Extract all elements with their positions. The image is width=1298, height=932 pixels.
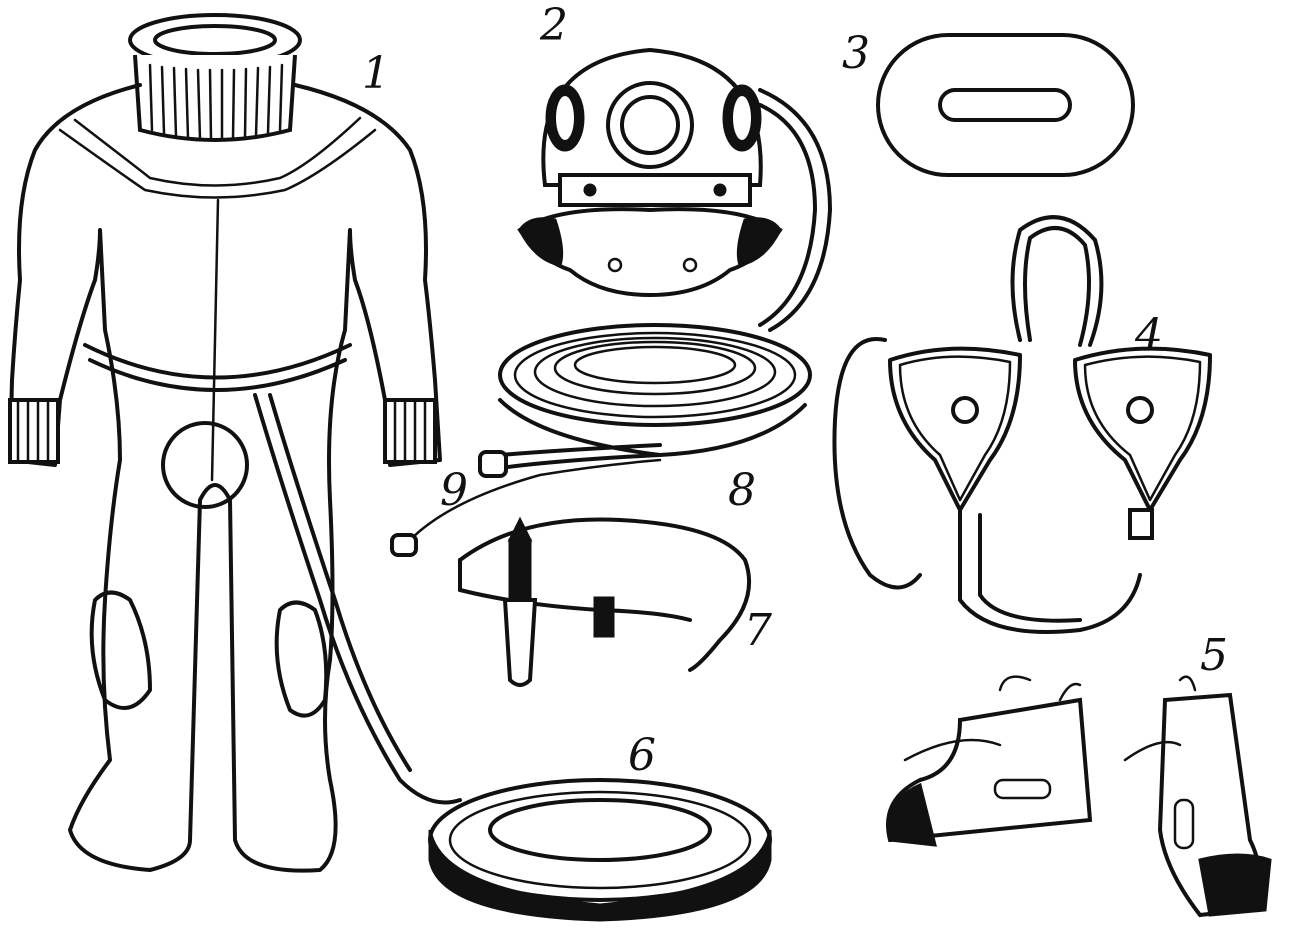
label-helmet: 2: [539, 0, 568, 51]
diving-suit: [8, 13, 462, 873]
belt-with-knife: [458, 516, 752, 687]
label-boots: 5: [1200, 630, 1228, 681]
diving-helmet: [517, 47, 783, 298]
collar-gasket: [876, 33, 1135, 177]
label-belt-knife: 7: [744, 605, 772, 656]
label-air-hose: 8: [728, 465, 756, 516]
lead-weights: [832, 215, 1212, 634]
air-hose: [478, 88, 832, 478]
label-suit: 1: [362, 48, 390, 99]
signal-rope-coil: [428, 778, 772, 922]
phone-cable: [390, 458, 662, 557]
label-weights: 4: [1134, 310, 1163, 361]
label-collar-gasket: 3: [842, 28, 870, 79]
label-signal-rope: 6: [628, 730, 656, 781]
label-phone-cable: 9: [440, 465, 468, 516]
diving-boots: [886, 675, 1272, 918]
